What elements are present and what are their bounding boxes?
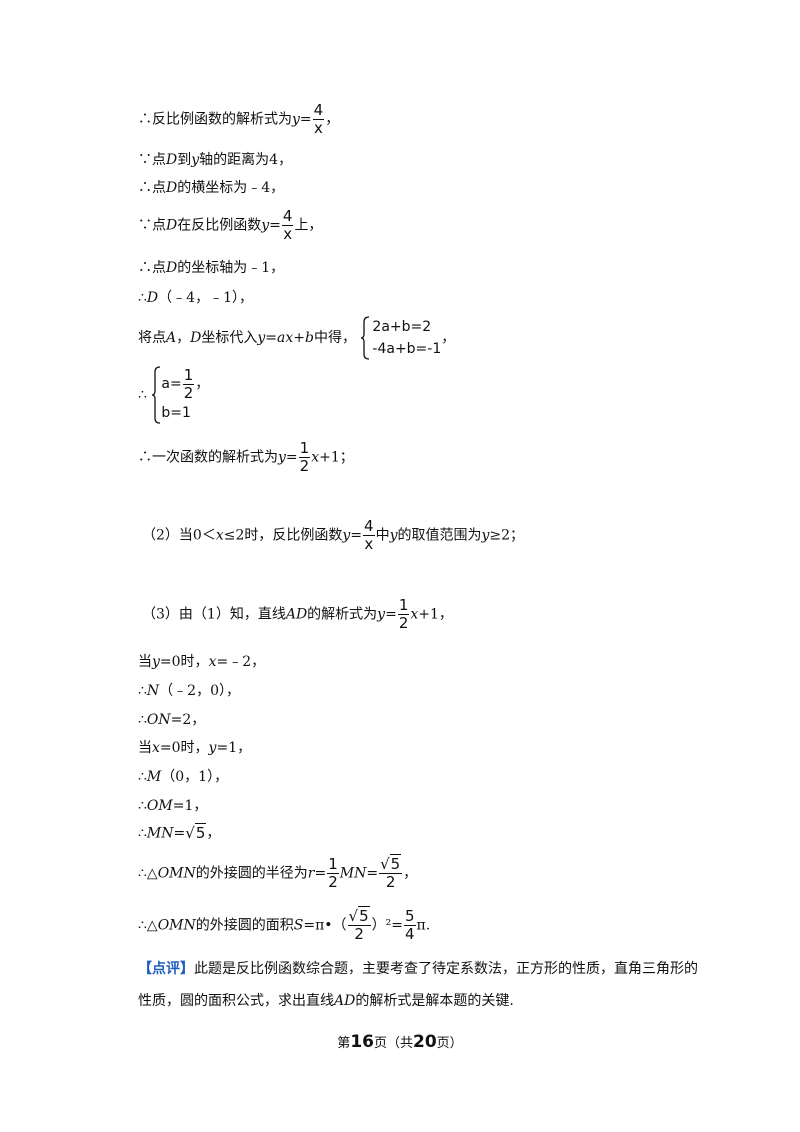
line-16: ∴M（0，1）， bbox=[138, 769, 229, 785]
line-6: ∴D（﹣4，﹣1）， bbox=[138, 290, 253, 306]
equation-system: 2a+b=2 -4a+b=-1 bbox=[360, 316, 441, 360]
line-5: ∴点D的坐标轴为﹣1， bbox=[138, 260, 285, 276]
line-3: ∴点D的横坐标为﹣4， bbox=[138, 180, 285, 196]
page-footer: 第16页（共20页） bbox=[337, 1032, 463, 1052]
line-7: 将点A，D坐标代入y=ax+b中得， 2a+b=2 -4a+b=-1 ， bbox=[138, 316, 455, 360]
sqrt: √5 bbox=[185, 823, 207, 842]
page-total: 20 bbox=[413, 1032, 437, 1052]
sqrt: √5 bbox=[348, 906, 370, 925]
line-14: ∴ON=2， bbox=[138, 712, 206, 728]
comment-line-1: 【点评】此题是反比例函数综合题，主要考查了待定系数法，正方形的性质，直角三角形的 bbox=[138, 961, 698, 977]
comment-tag: 【点评】 bbox=[138, 961, 194, 977]
brace-icon bbox=[152, 366, 161, 424]
brace-icon bbox=[361, 316, 370, 360]
line-2: ∵点D到y轴的距离为4， bbox=[138, 152, 293, 168]
line-12: 当y=0时，x=﹣2， bbox=[138, 654, 266, 670]
line-15: 当x=0时，y=1， bbox=[138, 740, 252, 756]
comment-line-2: 性质，圆的面积公式，求出直线AD的解析式是解本题的关键. bbox=[138, 993, 514, 1009]
page-number: 16 bbox=[350, 1032, 374, 1052]
line-17: ∴OM=1， bbox=[138, 798, 208, 814]
line-13: ∴N（﹣2，0）， bbox=[138, 683, 240, 699]
sqrt: √5 bbox=[380, 854, 402, 873]
line-18: ∴MN=√5， bbox=[138, 823, 221, 842]
